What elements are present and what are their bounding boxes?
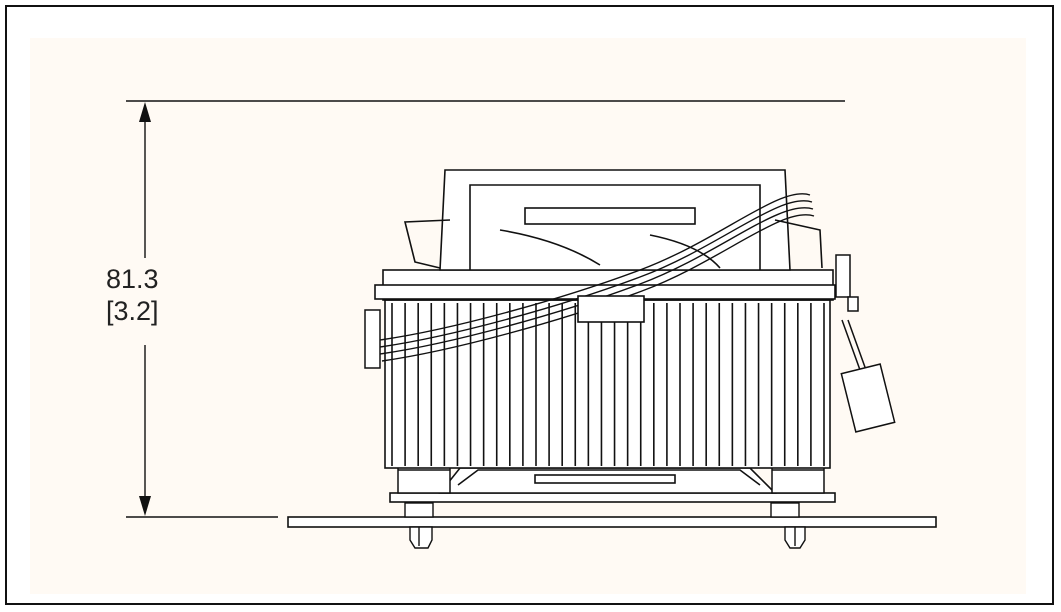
fan-cable (379, 193, 815, 362)
heatsink-fins (391, 303, 825, 466)
dimension-value-mm: 81.3 (106, 264, 159, 294)
dimension-arrow-down (139, 496, 151, 516)
push-pin-left (404, 502, 434, 549)
fan-connector (840, 319, 896, 433)
shroud-tab-left (364, 309, 381, 369)
dimension-arrow-up (139, 102, 151, 122)
retention-base (389, 467, 836, 503)
push-pin-right (770, 502, 806, 549)
heatsink-body (384, 299, 831, 469)
dimension-value-inches: [3.2] (106, 296, 159, 326)
motherboard (287, 516, 937, 528)
shroud-tab-right (835, 254, 851, 298)
side-screw (847, 296, 859, 312)
cable-clip (577, 295, 645, 323)
fan-shroud (374, 169, 836, 301)
